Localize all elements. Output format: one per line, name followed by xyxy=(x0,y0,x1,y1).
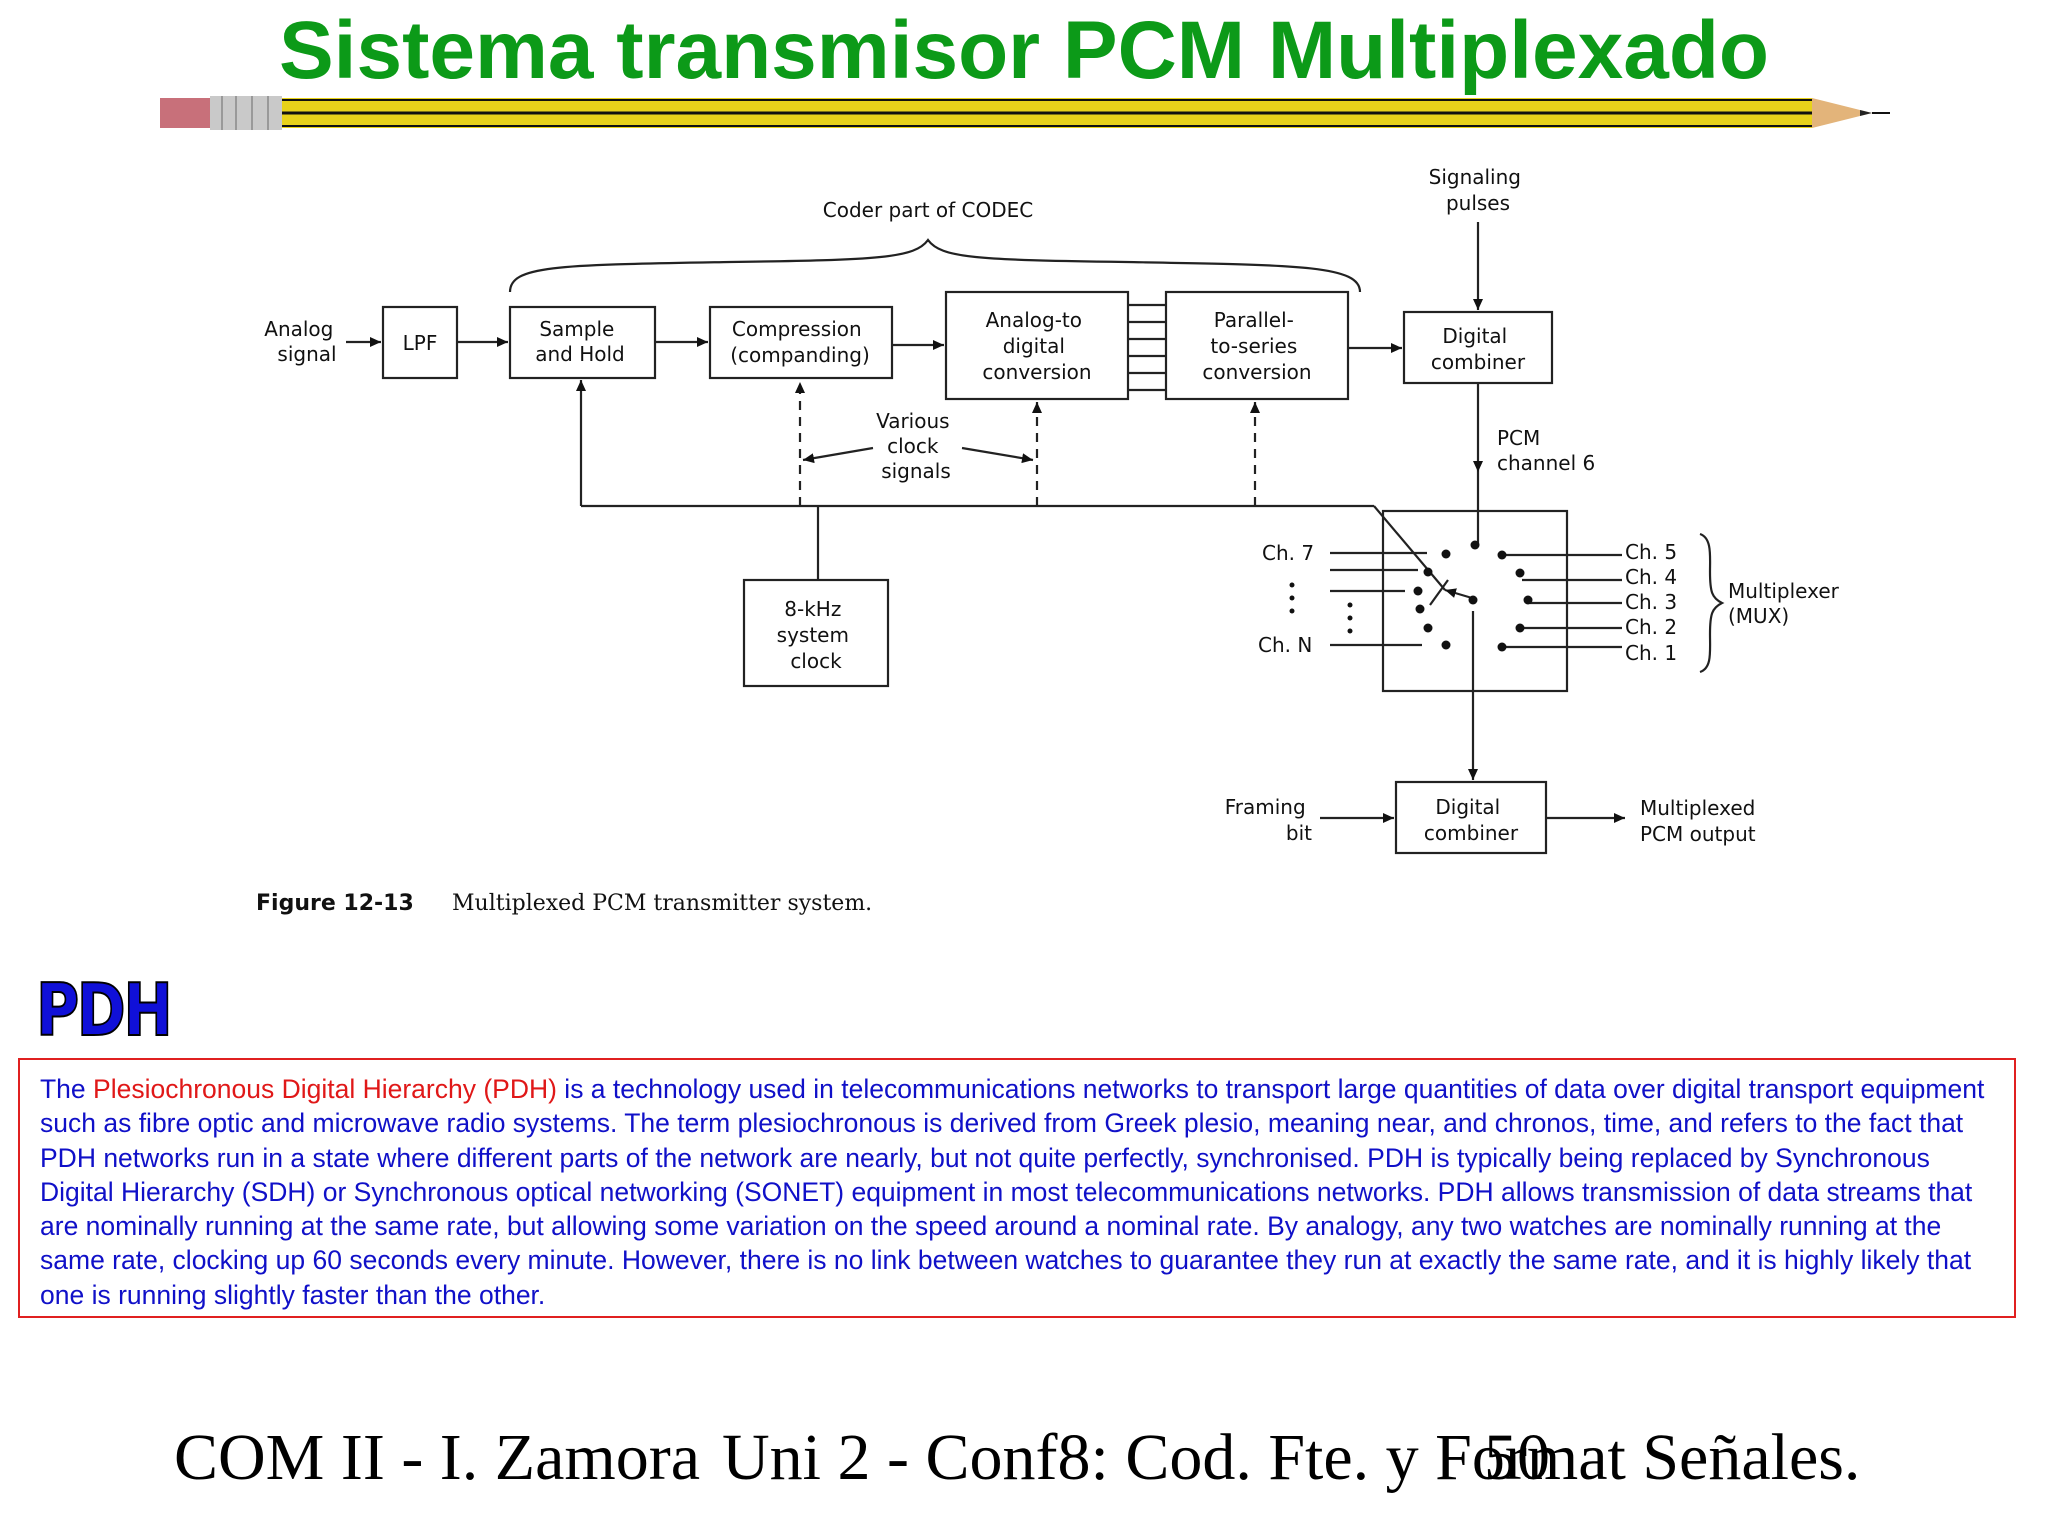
pencil-tip xyxy=(1812,98,1872,128)
footer-author: COM II - I. Zamora xyxy=(174,1421,701,1494)
compression-box xyxy=(708,305,894,380)
pdh-highlight: Plesiochronous Digital Hierarchy (PDH) xyxy=(93,1074,557,1104)
figure-number: Figure 12-13 xyxy=(256,891,414,916)
clock-signals-label: Various clock signals xyxy=(876,409,956,483)
ch7-label: Ch. 7 xyxy=(1262,541,1314,565)
pdh-text-after: is a technology used in telecommunicatio… xyxy=(40,1074,1985,1310)
pcm-channel-label: PCM channel 6 xyxy=(1497,426,1595,475)
pencil-divider xyxy=(160,96,1890,130)
sample-hold-label: Sample and Hold xyxy=(535,317,625,366)
pdh-description-box: The Plesiochronous Digital Hierarchy (PD… xyxy=(18,1058,2016,1318)
p2s-box xyxy=(1164,290,1350,401)
mux-label: Multiplexer (MUX) xyxy=(1728,579,1845,628)
footer: COM II - I. Zamora Uni 2 - Conf8: Cod. F… xyxy=(0,1420,2048,1510)
adc-box xyxy=(944,290,1130,401)
chN-label: Ch. N xyxy=(1258,633,1312,657)
compression-label: Compression (companding) xyxy=(730,317,870,367)
mux-box xyxy=(1381,509,1569,693)
coder-label: Coder part of CODEC xyxy=(823,198,1034,222)
mux-output-label: Multiplexed PCM output xyxy=(1640,796,1762,846)
pdh-heading: PDH xyxy=(35,967,173,1053)
system-clock-label: 8-kHz system clock xyxy=(777,597,856,673)
pdh-text-before: The xyxy=(40,1074,94,1104)
figure-caption: Multiplexed PCM transmitter system. xyxy=(452,891,872,916)
footer-course: Uni 2 - Conf8: Cod. Fte. y Format Señale… xyxy=(722,1421,1861,1494)
digital-combiner-top-label: Digital combiner xyxy=(1431,324,1526,374)
signaling-label: Signaling pulses xyxy=(1429,165,1528,215)
footer-page-number: 50 xyxy=(1484,1421,1550,1494)
digital-combiner-bottom-label: Digital combiner xyxy=(1424,795,1519,845)
framing-bit-label: Framing bit xyxy=(1225,795,1312,845)
adc-label: Analog-to digital conversion xyxy=(982,308,1091,384)
system-clock-box xyxy=(742,578,890,688)
p2s-label: Parallel- to-series conversion xyxy=(1202,308,1311,384)
right-channel-labels: Ch. 5 Ch. 4 Ch. 3 Ch. 2 Ch. 1 xyxy=(1625,540,1683,665)
lpf-label: LPF xyxy=(403,331,438,355)
pencil-eraser xyxy=(160,98,210,128)
slide-title: Sistema transmisor PCM Multiplexado xyxy=(278,5,1769,96)
analog-signal-label: Analog signal xyxy=(264,317,339,366)
